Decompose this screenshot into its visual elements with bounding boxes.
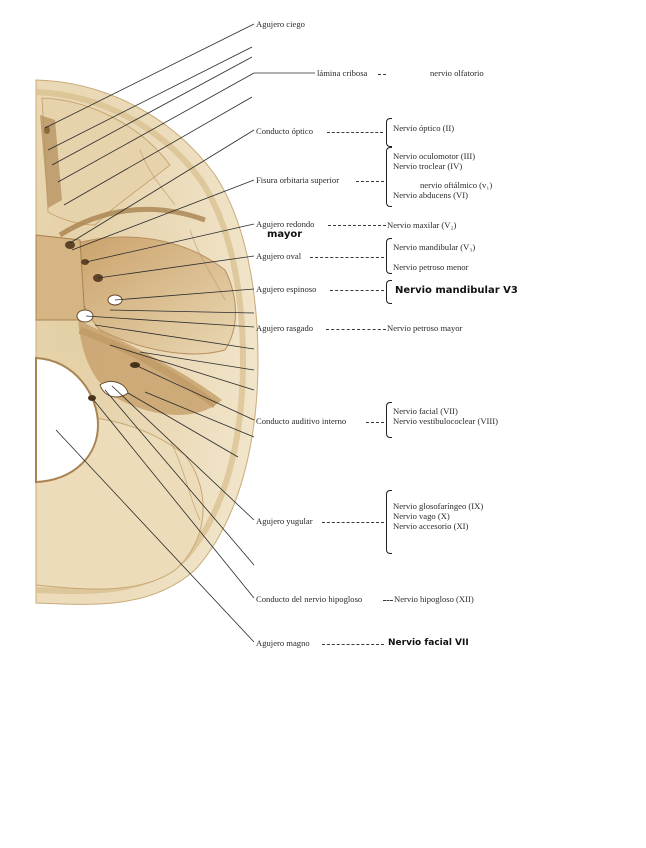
dash-optico [327,132,383,133]
label-conducto-hipogloso: Conducto del nervio hipogloso [256,594,362,604]
dash-yugular [322,522,384,523]
nerve-oftalmico: nervio oftálmico (v₁) [420,180,492,190]
dash-fisura [356,181,384,182]
nerve-vestibulococlear: Nervio vestibulococlear (VIII) [393,416,498,426]
brace-espinoso [386,280,392,304]
nerve-optico: Nervio óptico (II) [393,123,454,133]
nerve-vago: Nervio vago (X) [393,511,450,521]
label-agujero-rasgado: Agujero rasgado [256,323,313,333]
dash-oval [310,257,384,258]
nerve-petroso-mayor: Nervio petroso mayor [387,323,462,333]
dash-lamina [378,74,386,75]
nerve-facial: Nervio facial (VII) [393,406,458,416]
label-conducto-auditivo: Conducto auditivo interno [256,416,346,426]
brace-yugular [386,490,392,554]
dash-espinoso [330,290,384,291]
nerve-olfatorio: nervio olfatorio [430,68,484,78]
nerve-abducens: Nervio abducens (VI) [393,190,468,200]
nerve-hipogloso: Nervio hipogloso (XII) [394,594,474,604]
label-fisura-orbitaria: Fisura orbitaria superior [256,175,339,185]
nerve-accesorio: Nervio accesorio (XI) [393,521,468,531]
brace-oval [386,238,392,274]
label-agujero-redondo: Agujero redondo [256,219,314,229]
label-lamina-cribosa: lámina cribosa [317,68,367,78]
nerve-glosofaringeo: Nervio glosofaríngeo (IX) [393,501,483,511]
label-agujero-oval: Agujero oval [256,251,301,261]
nerve-oculomotor: Nervio oculomotor (III) [393,151,475,161]
dash-redondo [328,225,386,226]
label-agujero-yugular: Agujero yugular [256,516,313,526]
label-agujero-ciego: Agujero ciego [256,19,305,29]
nerve-maxilar: Nervio maxilar (V₂) [387,220,456,230]
dash-hipogloso [383,600,393,601]
label-agujero-magno: Agujero magno [256,638,310,648]
dash-rasgado [326,329,386,330]
nerve-mandibular: Nervio mandibular (V₃) [393,242,475,252]
nerve-petroso-menor: Nervio petroso menor [393,262,468,272]
label-agujero-espinoso: Agujero espinoso [256,284,316,294]
optic-canal [65,241,75,249]
nerve-troclear: Nervio troclear (IV) [393,161,462,171]
brace-fisura [386,147,392,207]
dash-auditivo [366,422,384,423]
label-conducto-optico: Conducto óptico [256,126,313,136]
dash-magno [322,644,384,645]
brace-optico [386,118,392,147]
handwritten-mayor: mayor [267,229,302,240]
brace-auditivo [386,402,392,438]
handwritten-mandibular-v3: Nervio mandibular V3 [395,285,518,296]
handwritten-facial-vii: Nervio facial VII [388,638,469,648]
